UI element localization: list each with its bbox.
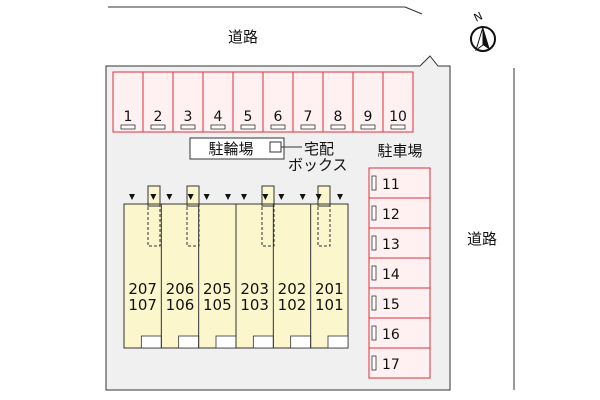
parking-space-number: 3 — [184, 109, 193, 125]
right-parking-area — [368, 167, 431, 379]
wheel-stop — [270, 124, 286, 130]
stair-outline — [261, 205, 275, 247]
bicycle-parking-label: 駐輪場 — [208, 140, 253, 158]
unit-number-lower: 102 — [278, 296, 307, 314]
wheel-stop — [210, 124, 226, 130]
stair-outline — [317, 205, 331, 247]
entrance-arrow-icon — [315, 194, 322, 200]
entrance-arrow-icon — [241, 194, 247, 200]
unit-number-upper: 207 — [128, 280, 157, 298]
wheel-stop — [390, 124, 406, 130]
unit-entrance — [140, 335, 162, 349]
wheel-stop — [180, 124, 196, 130]
unit-number-lower: 107 — [128, 296, 157, 314]
parking-space-number: 10 — [389, 109, 407, 125]
entrance-arrow-icon — [150, 194, 157, 200]
parking-space-number: 16 — [382, 327, 400, 343]
unit-entrance — [252, 335, 274, 349]
parking-space-number: 6 — [274, 109, 283, 125]
parking-space-number: 1 — [124, 109, 133, 125]
wheel-stop — [240, 124, 256, 130]
unit-entrance — [290, 335, 312, 349]
wheel-stop — [371, 325, 377, 341]
right-parking-column: 11 12 13 14 15 16 17 — [368, 167, 431, 379]
right-road-label: 道路 — [467, 230, 497, 248]
unit-entrance — [215, 335, 237, 349]
unit-number-upper: 202 — [278, 280, 307, 298]
car-parking-label: 駐車場 — [377, 142, 422, 160]
wheel-stop — [360, 124, 376, 130]
wheel-stop — [371, 265, 377, 281]
parking-space-number: 12 — [382, 207, 400, 223]
unit-entrance — [327, 335, 349, 349]
wheel-stop — [371, 205, 377, 221]
parking-space-number: 14 — [382, 267, 400, 283]
north-arrow-icon: N — [470, 9, 496, 52]
wheel-stop — [300, 124, 316, 130]
parking-space-number: 17 — [382, 357, 400, 373]
unit-number-upper: 203 — [240, 280, 269, 298]
entrance-arrow-icon — [187, 194, 194, 200]
unit-number-lower: 105 — [203, 296, 232, 314]
unit-number-upper: 206 — [166, 280, 195, 298]
parking-space-number: 8 — [334, 109, 343, 125]
unit-number-lower: 106 — [166, 296, 195, 314]
parking-space-number: 5 — [244, 109, 253, 125]
top-road-label: 道路 — [228, 28, 258, 46]
parking-space-number: 11 — [382, 177, 400, 193]
bicycle-parking-area — [189, 137, 285, 160]
entrance-arrow-icon — [278, 194, 285, 200]
wheel-stop — [371, 355, 377, 371]
unit-number-lower: 103 — [240, 296, 269, 314]
parking-space-number: 13 — [382, 237, 400, 253]
compass-label: N — [472, 9, 485, 24]
parking-space-number: 4 — [214, 109, 223, 125]
entrance-arrow-icon — [262, 194, 269, 200]
top-parking-row: 1 2 3 4 5 6 7 8 9 10 — [112, 71, 414, 133]
entrance-arrow-icon — [129, 194, 135, 200]
parking-space-number: 9 — [364, 109, 373, 125]
wheel-stop — [371, 295, 377, 311]
parking-space-number: 7 — [304, 109, 313, 125]
wheel-stop — [371, 235, 377, 251]
entrance-arrow-icon — [299, 194, 306, 200]
top-road-corner — [404, 6, 423, 15]
entrance-arrow-icon — [337, 194, 343, 200]
unit-number-lower: 101 — [315, 296, 344, 314]
entrance-arrow-icon — [225, 194, 231, 200]
wheel-stop — [120, 124, 136, 130]
wheel-stop — [371, 175, 377, 191]
parking-space-number: 2 — [154, 109, 163, 125]
parking-space-number: 15 — [382, 297, 400, 313]
delivery-box-icon — [269, 141, 282, 153]
entrance-arrow-icon — [166, 194, 173, 200]
unit-entrance — [178, 335, 200, 349]
entrance-arrow-icon — [203, 194, 210, 200]
delivery-box-label-line1: 宅配 — [304, 140, 334, 158]
wheel-stop — [150, 124, 166, 130]
unit-number-upper: 205 — [203, 280, 232, 298]
delivery-box-label-line2: ボックス — [288, 156, 348, 174]
stair-outline — [147, 205, 161, 247]
unit-number-upper: 201 — [315, 280, 344, 298]
wheel-stop — [330, 124, 346, 130]
